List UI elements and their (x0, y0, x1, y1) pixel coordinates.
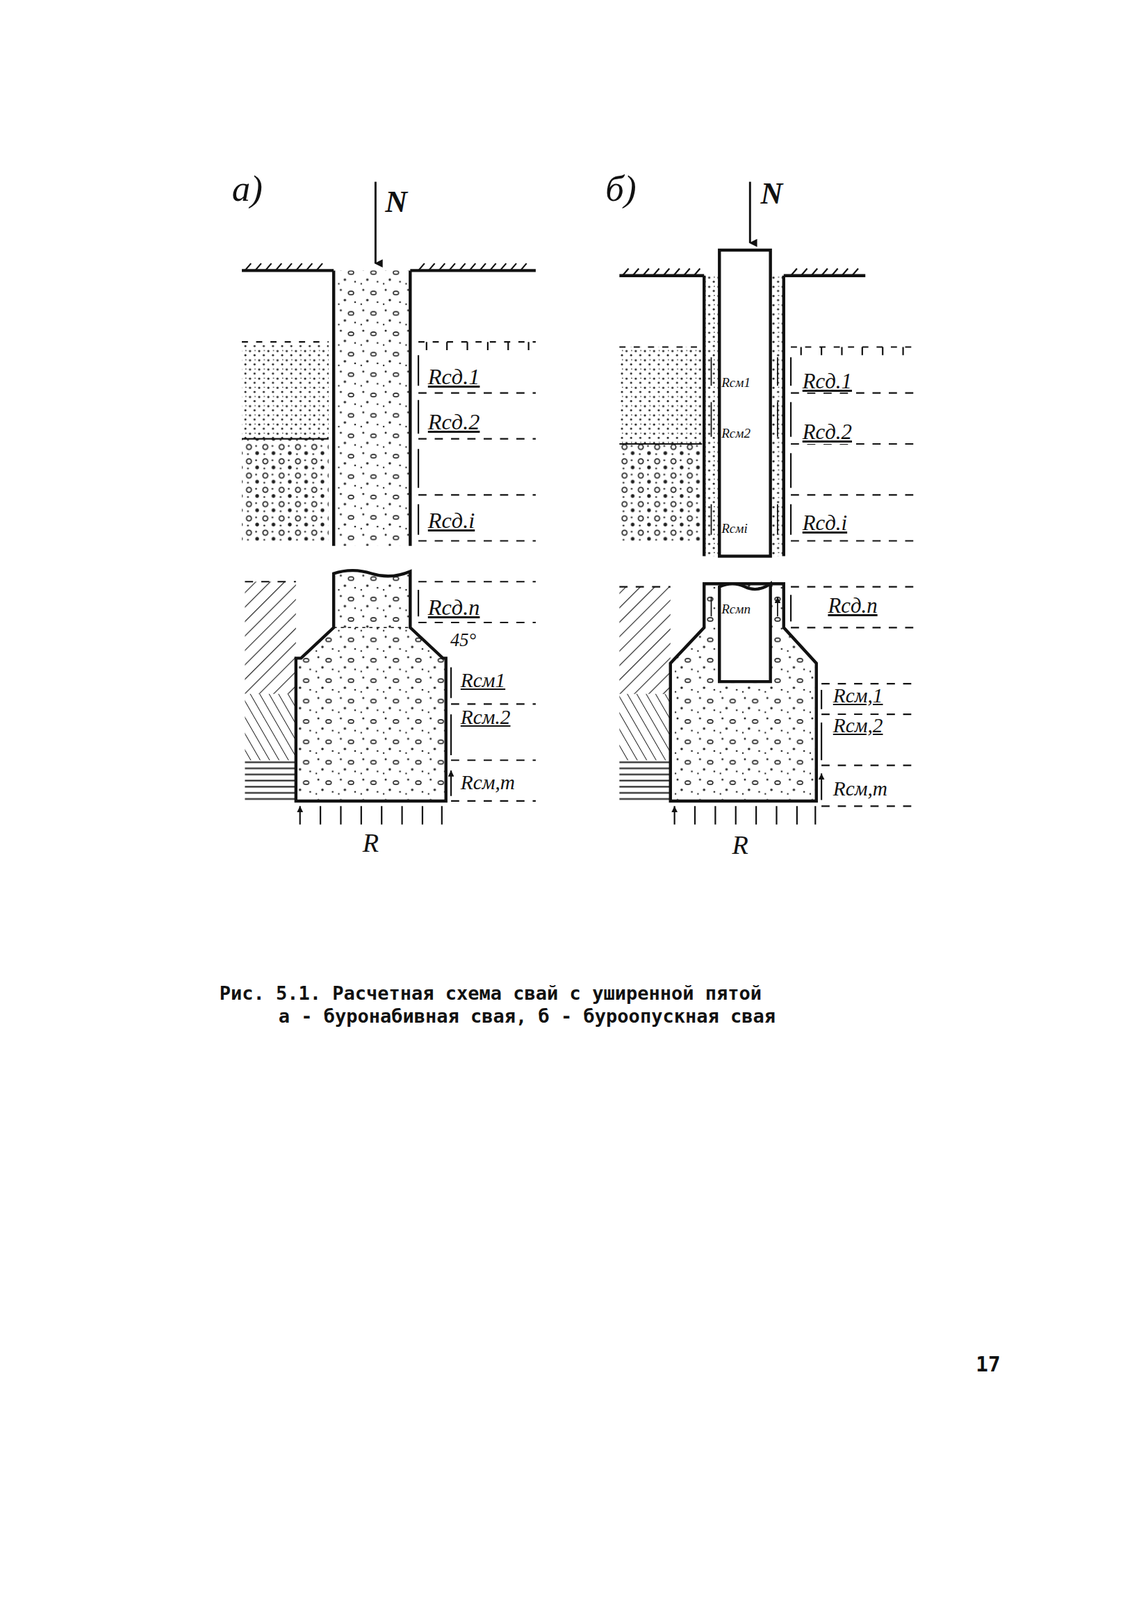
resistance-label: Rсм,m (831, 778, 889, 800)
resistance-label: Rсмi (721, 521, 748, 536)
resistance-label: Rсм,m (459, 772, 517, 794)
resistance-label: Rсд.1 (801, 370, 854, 393)
resistance-label: Rсд.1 (426, 365, 482, 390)
figure-caption: Рис. 5.1. Расчетная схема свай с уширенн… (219, 981, 784, 1030)
resistance-label: Rсмn (721, 602, 751, 617)
resistance-label: Rсм1 (459, 669, 507, 692)
resistance-label: Rсм.2 (459, 706, 513, 729)
resistance-label: Rсд.2 (801, 421, 854, 444)
panel-letter: б) (603, 169, 638, 209)
resistance-label: Rсм2 (721, 426, 751, 441)
reaction-label: R (730, 831, 750, 859)
reaction-label: R (361, 829, 381, 857)
page-number: 17 (974, 1354, 1002, 1376)
resistance-label: Rсм,1 (831, 685, 885, 707)
resistance-label: Rсд.i (801, 512, 849, 535)
resistance-label: Rсд.i (426, 509, 477, 533)
resistance-label: Rсм,2 (831, 715, 885, 737)
resistance-label: Rсд.n (826, 594, 879, 618)
resistance-label: Rсд.2 (426, 410, 482, 435)
panel-letter: а) (230, 169, 265, 209)
angle-label: 45° (448, 630, 478, 651)
force-label: N (759, 177, 785, 210)
resistance-label: Rсм1 (721, 375, 751, 390)
force-label: N (383, 186, 409, 219)
resistance-label: Rсд.n (426, 596, 482, 620)
